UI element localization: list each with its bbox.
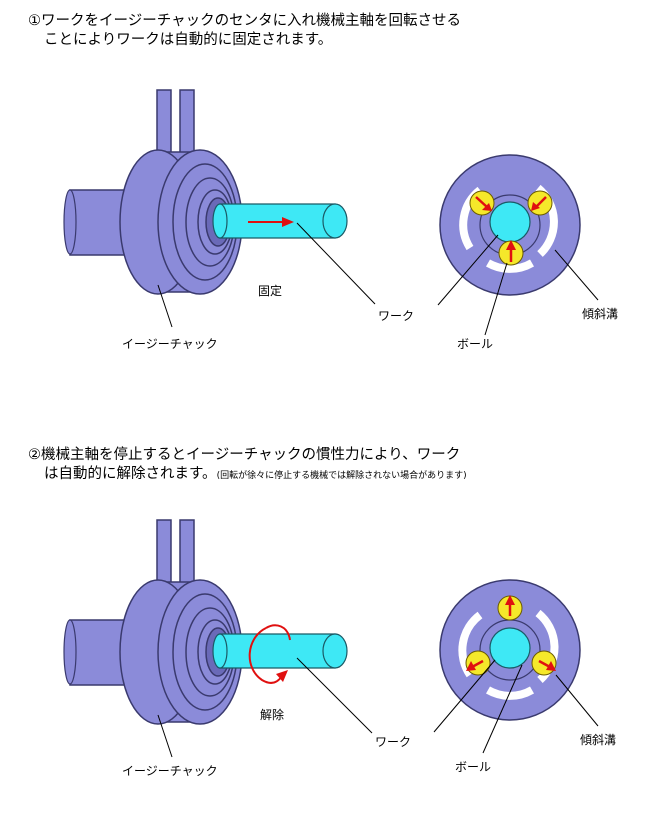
step1-title-line2: ことによりワークは自動的に固定されます。 [44,32,333,48]
step2-work-label: ワーク [375,735,412,749]
step2-title-line2: は自動的に解除されます。 [44,466,217,482]
step2-front-view [439,579,581,721]
step2-title: ②機械主軸を停止するとイージーチャックの慣性力により、ワーク は自動的に解除され… [28,446,467,486]
step2-ball-arrows [466,595,556,671]
step2-chuck-body [119,579,243,725]
step2-work-cylinder [212,633,348,669]
step2-diagram [63,519,599,758]
step2-state-label: 解除 [260,708,285,722]
step2-spindle-pipes [156,519,195,589]
step2-note: (回転が徐々に停止する機械では解除されない場合があります) [216,471,467,481]
step1-diagram [63,89,599,336]
step1-ball-arrows [475,196,547,262]
step1-groove-label: 傾斜溝 [582,307,619,321]
step1-state-label: 固定 [258,284,283,298]
step1-spindle-pipes [156,89,195,159]
step1-title: ①ワークをイージーチャックのセンタに入れ機械主軸を回転させる ことによりワークは… [28,12,461,50]
step1-push-arrow [248,217,294,227]
step2-rotation-arrow [248,624,291,684]
step2-chuck-label: イージーチャック [122,764,218,778]
step1-ball-label: ボール [457,337,494,351]
step2-ball-label: ボール [455,760,492,774]
step2-title-line1: ②機械主軸を停止するとイージーチャックの慣性力により、ワーク [28,447,461,463]
step1-work-label: ワーク [378,309,415,323]
step1-chuck-label: イージーチャック [122,337,218,351]
step1-front-view [439,154,581,296]
step2-groove-label: 傾斜溝 [580,733,617,747]
step1-title-line1: ①ワークをイージーチャックのセンタに入れ機械主軸を回転させる [28,13,462,29]
